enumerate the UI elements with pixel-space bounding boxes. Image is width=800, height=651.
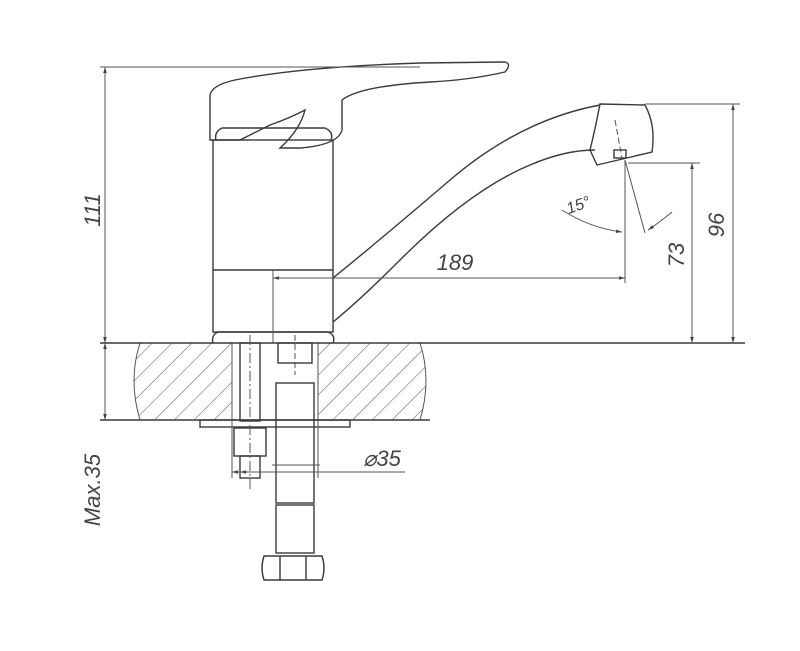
mounting-stud: [233, 335, 296, 490]
label-15deg: 15°: [564, 193, 593, 217]
countertop: [100, 342, 745, 428]
dimension-111: 111: [80, 66, 420, 343]
label-111: 111: [80, 193, 105, 226]
supply-hose: [261, 342, 325, 581]
dimension-73: 73: [628, 162, 700, 343]
dimension-96: 96: [645, 103, 740, 343]
label-diameter35: ⌀35: [363, 446, 401, 471]
dimension-diameter35: ⌀35: [231, 420, 405, 478]
label-189: 189: [437, 250, 474, 275]
label-max35: Max.35: [80, 453, 105, 526]
label-96: 96: [704, 212, 729, 237]
dimension-15deg: 15°: [561, 159, 673, 234]
spout: [332, 103, 654, 323]
lever-handle: [209, 61, 510, 149]
dimension-max35: Max.35: [80, 343, 107, 526]
dimension-189: 189: [272, 160, 626, 343]
label-73: 73: [664, 242, 689, 267]
